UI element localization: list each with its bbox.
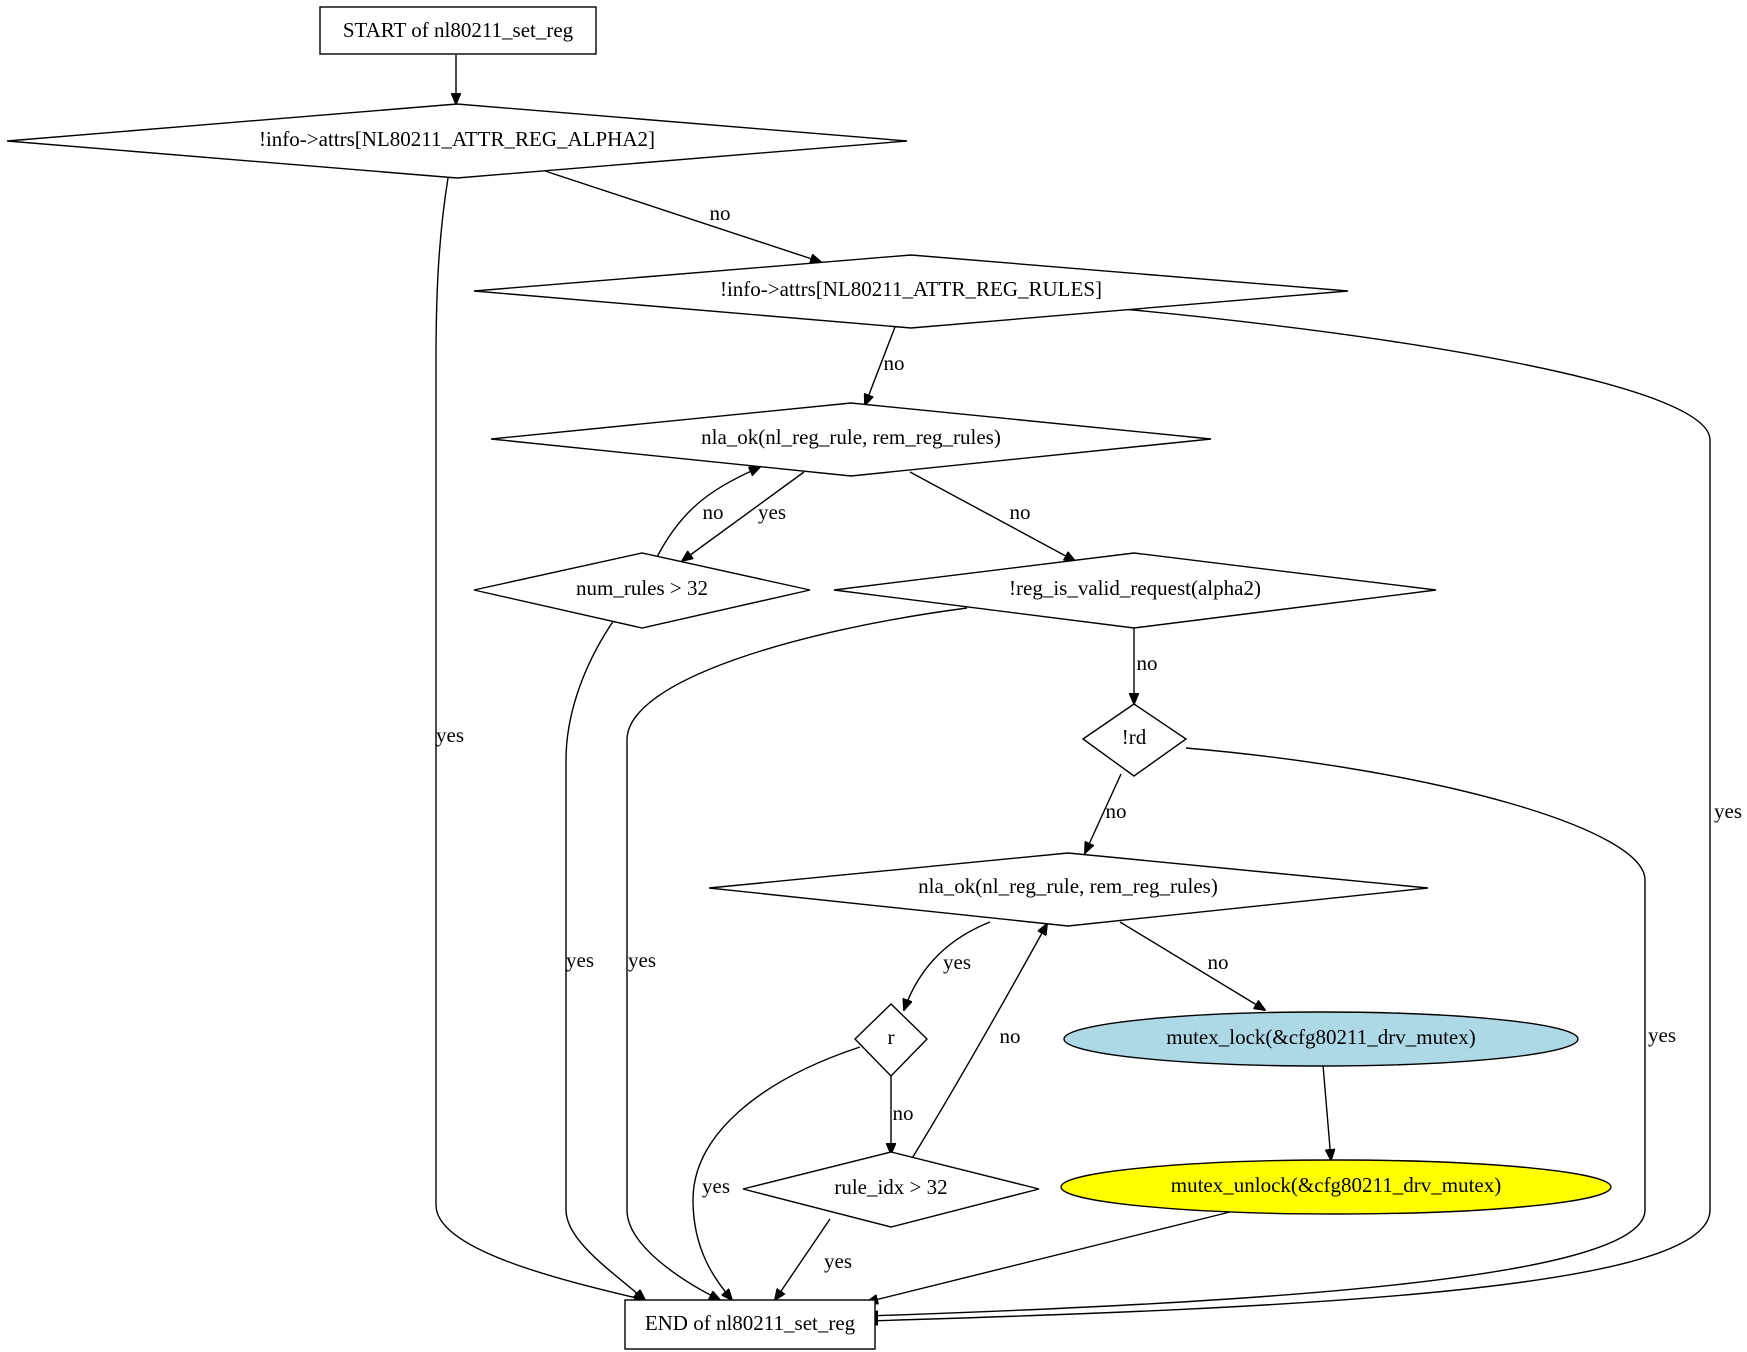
edge-rd-no [1085,773,1122,853]
edge-label-nla2-yes: yes [943,950,971,974]
edge-nla2-no [1119,921,1265,1010]
edges: no yes no yes yes no no yes no yes no [435,55,1742,1321]
edge-label-rules-yes: yes [1714,799,1742,823]
node-rule-idx-label: rule_idx > 32 [834,1175,947,1199]
edge-label-nla1-yes: yes [758,500,786,524]
node-end-label: END of nl80211_set_reg [645,1311,856,1335]
edge-unlock-to-end [867,1211,1231,1302]
edge-rules-yes [867,308,1711,1321]
edge-label-valid-no: no [1137,651,1158,675]
edge-alpha2-yes [435,177,645,1300]
edge-label-rule-idx-no: no [1000,1024,1021,1048]
edge-nla1-yes [682,471,805,561]
edge-nla2-yes [904,921,991,1010]
node-check-alpha2-label: !info->attrs[NL80211_ATTR_REG_ALPHA2] [259,127,655,151]
edge-label-r-no: no [893,1101,914,1125]
node-start: START of nl80211_set_reg [319,6,597,55]
node-not-rd-label: !rd [1122,725,1147,749]
edge-label-rd-yes: yes [1648,1023,1676,1047]
edge-rule-idx-yes [775,1218,831,1300]
edge-label-r-yes: yes [702,1174,730,1198]
node-mutex-lock-ellipse [1063,1011,1579,1067]
edge-label-alpha2-yes: yes [436,723,464,747]
edge-nla1-no [909,471,1075,561]
edge-label-num-rules-no: no [703,500,724,524]
node-check-rules-label: !info->attrs[NL80211_ATTR_REG_RULES] [720,277,1102,301]
node-r: r [854,1003,928,1078]
edge-valid-yes [626,607,968,1300]
edge-label-nla1-no: no [1010,500,1031,524]
edge-label-rules-no: no [884,351,905,375]
edge-label-rule-idx-yes: yes [824,1249,852,1273]
node-mutex-unlock-ellipse [1060,1159,1612,1215]
node-mutex-lock: mutex_lock(&cfg80211_drv_mutex) [1063,1011,1579,1067]
edge-num-rules-yes [565,619,645,1300]
edge-label-rd-no: no [1106,799,1127,823]
node-rule-idx: rule_idx > 32 [742,1151,1040,1228]
node-nla-ok-1-label: nla_ok(nl_reg_rule, rem_reg_rules) [701,425,1001,449]
node-nla-ok-2: nla_ok(nl_reg_rule, rem_reg_rules) [708,852,1429,927]
node-valid-request: !reg_is_valid_request(alpha2) [833,552,1437,629]
node-mutex-unlock-label: mutex_unlock(&cfg80211_drv_mutex) [1171,1173,1501,1197]
edge-alpha2-no [544,170,821,262]
node-mutex-lock-label: mutex_lock(&cfg80211_drv_mutex) [1166,1025,1475,1049]
node-valid-request-label: !reg_is_valid_request(alpha2) [1009,576,1261,600]
node-r-label: r [888,1025,895,1049]
edge-label-alpha2-no: no [710,201,731,225]
edge-lock-to-unlock [1322,1064,1331,1160]
edge-r-yes [692,1046,861,1300]
node-end: END of nl80211_set_reg [624,1299,876,1350]
node-mutex-unlock: mutex_unlock(&cfg80211_drv_mutex) [1060,1159,1612,1215]
node-not-rd: !rd [1081,703,1188,777]
node-nla-ok-2-label: nla_ok(nl_reg_rule, rem_reg_rules) [918,874,1218,898]
node-num-rules-label: num_rules > 32 [576,576,708,600]
node-nla-ok-1: nla_ok(nl_reg_rule, rem_reg_rules) [490,402,1212,477]
nodes: START of nl80211_set_reg !info->attrs[NL… [6,6,1612,1350]
edge-label-nla2-no: no [1208,950,1229,974]
node-num-rules: num_rules > 32 [473,552,811,629]
node-check-rules: !info->attrs[NL80211_ATTR_REG_RULES] [473,254,1349,329]
edge-label-valid-yes: yes [628,948,656,972]
edge-label-num-rules-yes: yes [566,948,594,972]
edge-num-rules-no [656,467,760,558]
edge-rule-idx-no [910,924,1047,1161]
node-start-label: START of nl80211_set_reg [343,18,574,42]
edge-rd-yes [867,747,1646,1316]
edge-rules-no [865,326,896,405]
node-check-alpha2: !info->attrs[NL80211_ATTR_REG_ALPHA2] [6,103,908,179]
